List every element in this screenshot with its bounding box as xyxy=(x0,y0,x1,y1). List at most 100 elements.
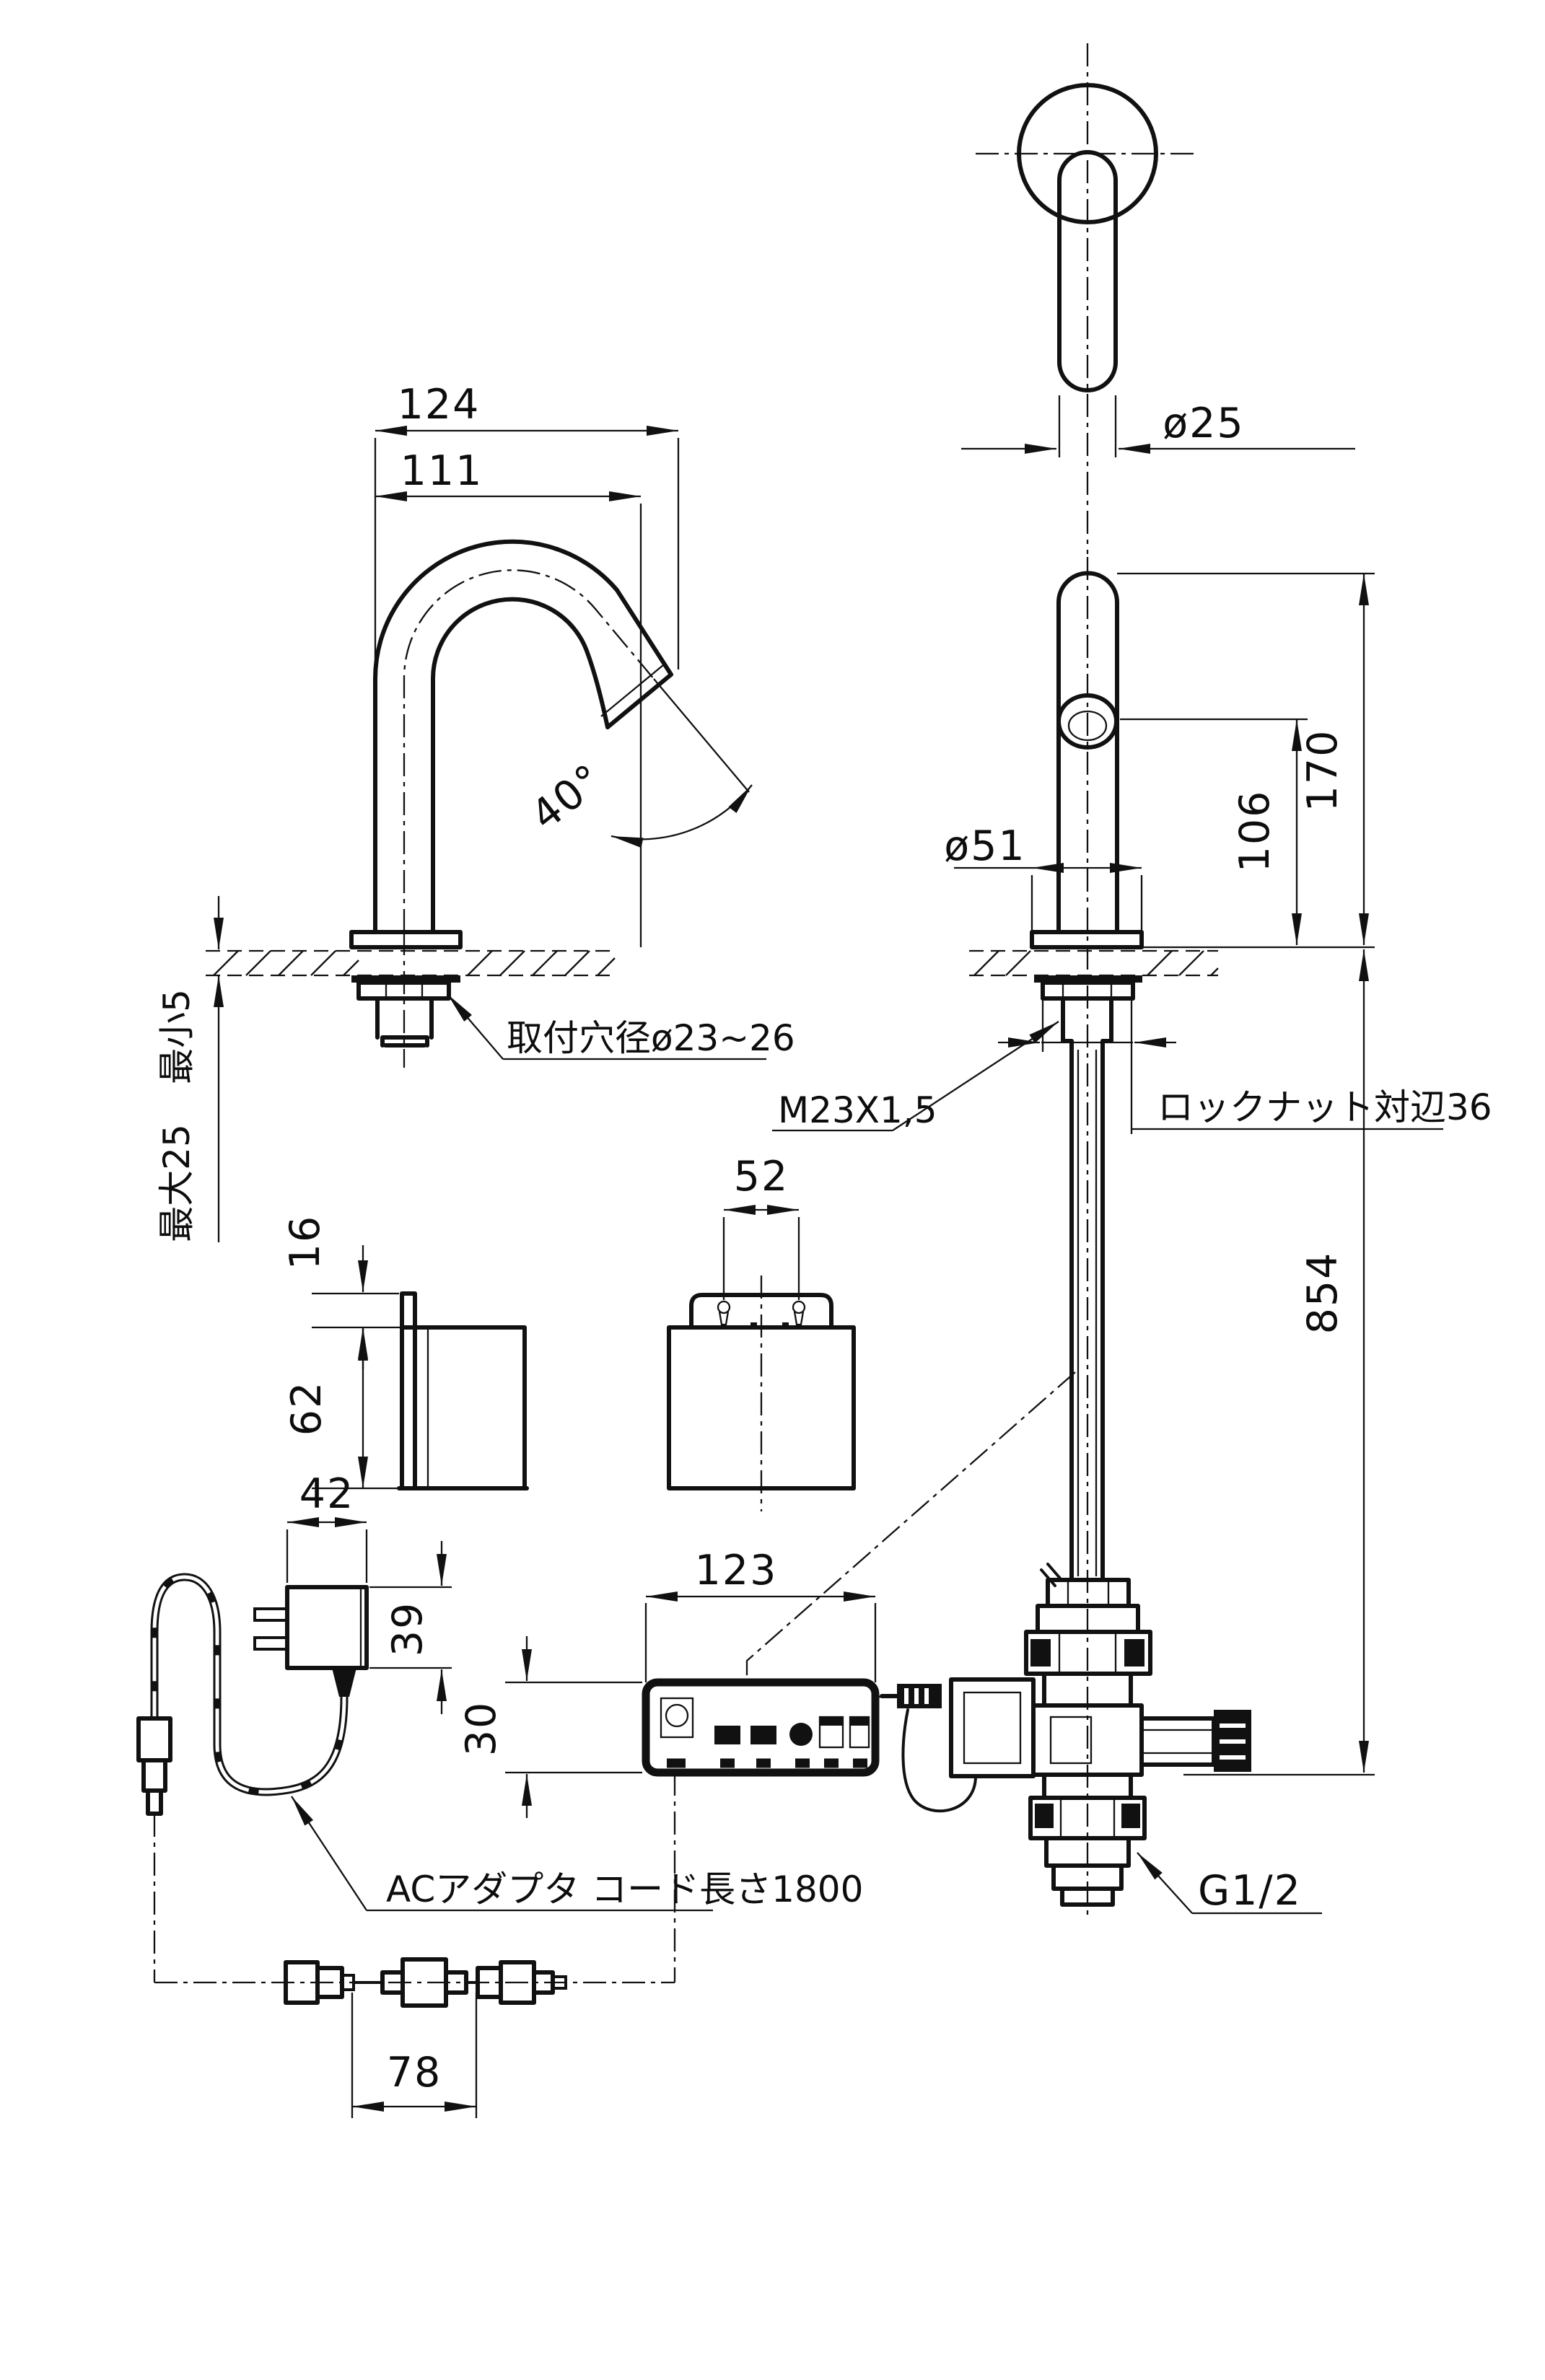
ac-adapter: 42 39 ACアダプタ コード長さ1800 xyxy=(136,1470,863,1912)
plug-ridges xyxy=(904,1688,929,1704)
spout-tip-face xyxy=(605,672,673,729)
angle-arc xyxy=(610,784,753,848)
dim-170-label: 170 xyxy=(1299,729,1347,812)
dc-connector xyxy=(136,1716,172,1762)
spout-outer-profile xyxy=(373,539,673,934)
adapter-body xyxy=(285,1585,369,1670)
side-outlet xyxy=(1139,1716,1216,1767)
sensor-lens xyxy=(1067,710,1108,742)
valve-unit: G1/2 xyxy=(880,1563,1322,1915)
dim-854-label: 854 xyxy=(1299,1252,1347,1335)
lock-nut xyxy=(1041,980,1135,1001)
hex-shadow xyxy=(1124,1639,1144,1667)
strain-relief xyxy=(332,1668,356,1697)
leader-line xyxy=(447,993,504,1060)
bracket-tab xyxy=(400,1291,417,1330)
spout-centerline xyxy=(403,569,655,932)
angle-40-label: 40° xyxy=(522,755,613,840)
mounting-hole-label: 取付穴径ø23~26 xyxy=(507,1017,795,1059)
keyhole-slot xyxy=(717,1300,731,1314)
leader-line xyxy=(291,1796,367,1911)
leader-line xyxy=(892,1021,1059,1131)
valve-body-detail xyxy=(1049,1716,1093,1765)
dim-123-label: 123 xyxy=(695,1547,778,1594)
dim-39-label: 39 xyxy=(384,1602,432,1657)
spout-inner-profile xyxy=(431,597,610,934)
knob-ridges xyxy=(1220,1723,1246,1760)
hex-shadow xyxy=(1121,1804,1140,1828)
dim-42-label: 42 xyxy=(299,1470,355,1518)
controller-housing xyxy=(642,1678,880,1777)
spout-plan-outline xyxy=(1057,150,1118,392)
plug-prong xyxy=(253,1607,289,1622)
side-view-spout: 124 111 40° xyxy=(349,381,753,1068)
tube-clip xyxy=(1040,1563,1063,1587)
dc-connector-collar xyxy=(141,1758,167,1793)
dim-111-label: 111 xyxy=(401,447,483,495)
mounting-hardware-side: 取付穴径ø23~26 xyxy=(351,975,795,1061)
shank xyxy=(1061,996,1113,1043)
adapter-cord-core xyxy=(152,1575,346,1794)
dc-connector-tip xyxy=(146,1788,163,1816)
thread-g12-label: G1/2 xyxy=(1198,1867,1302,1915)
base-flange xyxy=(1030,930,1144,949)
solenoid-detail xyxy=(963,1691,1022,1765)
nub xyxy=(782,1322,789,1327)
hex-shadow xyxy=(1030,1639,1051,1667)
spout-tip-face-inner xyxy=(600,664,664,717)
nub xyxy=(750,1322,757,1327)
dim-62-label: 62 xyxy=(283,1381,331,1436)
socket-top xyxy=(820,1717,843,1726)
control-box-side-view: 16 62 xyxy=(281,1215,529,1490)
dim-16-label: 16 xyxy=(281,1215,329,1270)
counter-hatching xyxy=(973,950,1219,976)
locknut-spec-label: ロックナット対辺36 xyxy=(1157,1086,1492,1128)
control-box-front-view: 52 xyxy=(667,1153,856,1511)
dim-124-label: 124 xyxy=(398,381,481,429)
spout-flange xyxy=(349,930,463,949)
cord-plug-pin xyxy=(551,1975,567,1990)
cable-plug xyxy=(897,1684,942,1708)
dim-106-label: 106 xyxy=(1231,790,1279,873)
keyhole-slot-tail xyxy=(793,1311,805,1326)
plug-prong xyxy=(253,1636,289,1651)
connector-port xyxy=(714,1726,740,1744)
connector-port xyxy=(750,1726,776,1744)
dim-dia51-label: ø51 xyxy=(944,822,1025,870)
supply-tube xyxy=(1069,1039,1105,1582)
dim-78-label: 78 xyxy=(387,2049,442,2096)
power-jack xyxy=(660,1697,694,1739)
lock-nut xyxy=(356,980,451,1001)
leader-line xyxy=(1137,1852,1193,1914)
power-jack-hole xyxy=(665,1703,689,1728)
washer xyxy=(351,975,460,983)
controller-unit: 123 30 xyxy=(458,1371,1076,1982)
washer xyxy=(1034,975,1142,983)
inlet-hex xyxy=(1051,1863,1124,1891)
socket-top xyxy=(850,1717,869,1726)
thread-spec-label: M23X1,5 xyxy=(778,1089,937,1131)
keyhole-slot xyxy=(792,1300,806,1314)
inlet-thread xyxy=(1060,1887,1115,1907)
front-view-faucet: M23X1,5 ロックナット対辺36 ø51 106 170 854 xyxy=(772,557,1492,1919)
connection-line-tube xyxy=(745,1371,1076,1682)
dim-dia25-label: ø25 xyxy=(1163,400,1244,447)
dim-30-label: 30 xyxy=(458,1701,505,1757)
counter-max-label: 最大25 xyxy=(156,1124,198,1242)
axis-extension xyxy=(653,678,750,793)
keyhole-slot-tail xyxy=(718,1311,730,1326)
top-view-spout: ø25 xyxy=(961,43,1355,554)
dim-52-label: 52 xyxy=(734,1153,789,1200)
counter-hatching xyxy=(213,950,616,976)
box-side xyxy=(413,1325,527,1490)
adapter-cord xyxy=(150,1573,349,1796)
sensor-window xyxy=(1056,693,1119,750)
solenoid xyxy=(949,1677,1036,1778)
threaded-shank xyxy=(375,996,434,1048)
extension-cord: 78 xyxy=(153,1814,675,2118)
solenoid-cable xyxy=(901,1708,977,1813)
ac-adapter-note-label: ACアダプタ コード長さ1800 xyxy=(386,1869,863,1910)
counter-section-side: 最小5 最大25 xyxy=(156,896,616,1242)
